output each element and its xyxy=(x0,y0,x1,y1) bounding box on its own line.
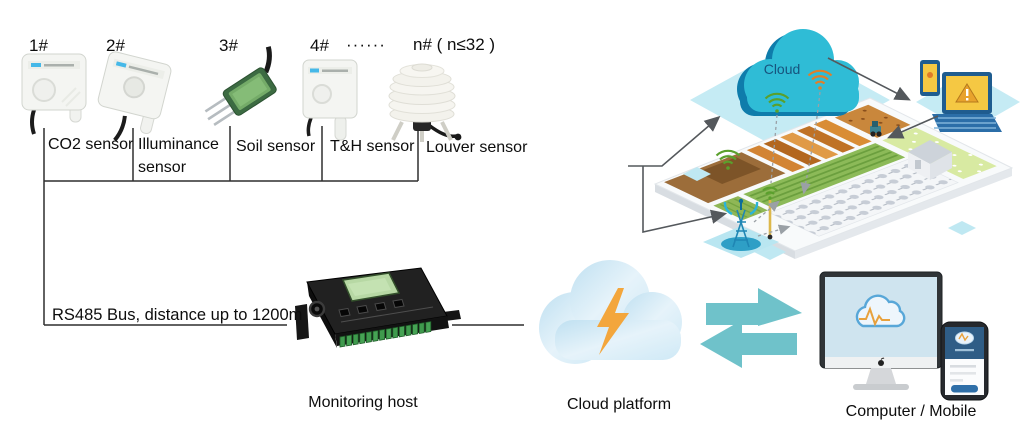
tractor-icon xyxy=(870,121,882,137)
computer-mobile-label: Computer / Mobile xyxy=(845,403,977,420)
sensor-label-louver: Louver sensor xyxy=(426,139,528,156)
farmhouse-icon xyxy=(908,140,952,180)
lightning-icon xyxy=(597,288,629,355)
warning-icon xyxy=(955,83,979,103)
mounting-flange xyxy=(443,310,461,321)
mounting-flange xyxy=(295,304,309,340)
sensor-cable xyxy=(113,115,127,142)
cloud-logo-icon xyxy=(855,294,906,328)
co2-sensor-image xyxy=(21,53,87,135)
farm-illustration: Cloud xyxy=(628,29,1020,260)
soil-sensor-image xyxy=(204,46,277,126)
soil-prongs xyxy=(204,96,237,126)
cell-tower-icon xyxy=(703,198,779,258)
rs485-bus-label: RS485 Bus, distance up to 1200m xyxy=(52,306,303,324)
tilled-field-strips xyxy=(746,119,872,173)
sensor-label-co2: CO2 sensor xyxy=(48,136,134,153)
data-flow-arrows xyxy=(628,57,939,233)
light-dome xyxy=(123,76,146,99)
ellipsis-label: ······ xyxy=(346,35,386,54)
sensor-label-soil: Soil sensor xyxy=(236,138,316,155)
cloud-platform-label: Cloud platform xyxy=(566,396,672,413)
apple-logo xyxy=(878,357,885,366)
cloud-icon: Cloud xyxy=(737,29,859,116)
phone-image xyxy=(940,321,989,401)
sensor-cable xyxy=(428,124,457,139)
cloud-logo-icon xyxy=(955,331,974,345)
monitoring-host-image xyxy=(295,267,461,348)
cloud-platform-icon xyxy=(539,260,682,364)
laptop-icon xyxy=(920,60,1002,132)
sensor-number-label: 2# xyxy=(106,36,125,55)
sync-arrows-icon xyxy=(700,288,802,368)
crop-field xyxy=(743,143,906,209)
monitor-stand xyxy=(866,368,896,384)
sensor-number-label: 4# xyxy=(310,36,329,55)
terminal-block xyxy=(339,321,432,348)
login-button xyxy=(951,385,978,393)
arrow-left xyxy=(700,320,797,368)
sensor-label-illuminance: Illuminance sensor xyxy=(138,136,219,176)
monitoring-host-label: Monitoring host xyxy=(308,394,418,411)
host-buttons xyxy=(338,298,405,318)
wireless-links xyxy=(753,91,821,237)
sensor-count-label: n# ( n≤32 ) xyxy=(413,35,496,54)
wifi-icon xyxy=(715,149,741,170)
louver-sensor-image xyxy=(388,63,462,142)
arrow-right xyxy=(706,288,802,326)
th-sensor-image xyxy=(302,59,358,141)
computer-monitor-image xyxy=(819,271,943,390)
sensor-number-label: 3# xyxy=(219,36,238,55)
wifi-icon xyxy=(764,92,790,113)
sensor-cable xyxy=(263,46,272,74)
sensor-number-label: 1# xyxy=(29,36,48,55)
sensor-label-th: T&H sensor xyxy=(330,138,415,155)
illuminance-sensor-image xyxy=(97,51,172,142)
sensor-cable xyxy=(30,109,36,135)
cloud-label: Cloud xyxy=(764,61,801,77)
wifi-icon xyxy=(807,69,833,90)
sensor-cable xyxy=(306,117,313,137)
